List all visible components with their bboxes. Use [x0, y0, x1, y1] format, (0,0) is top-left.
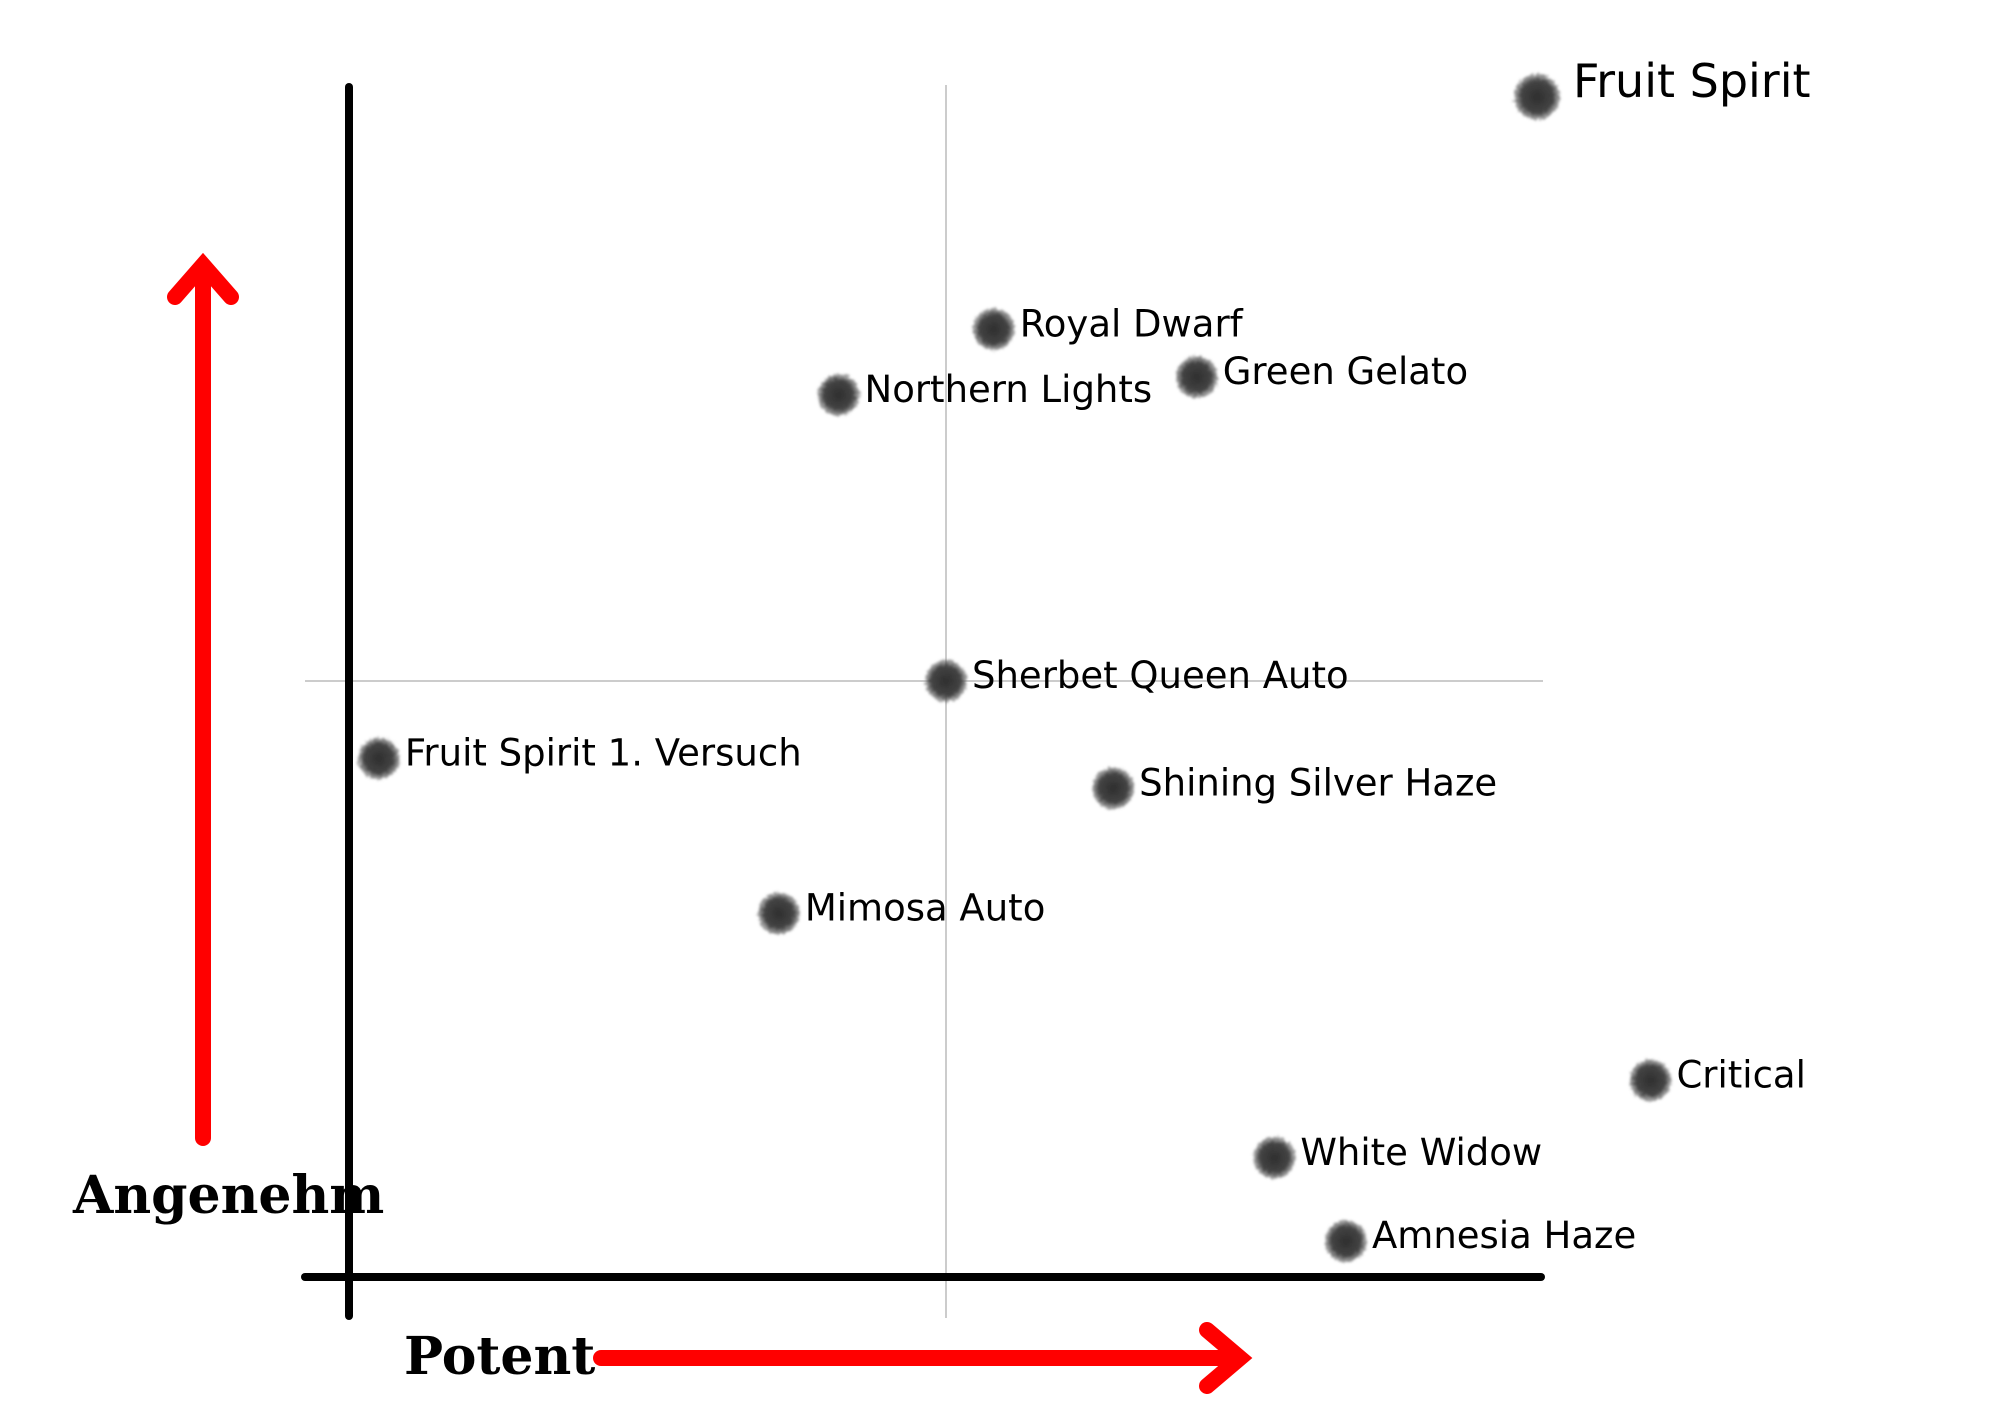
data-point: White Widow	[1253, 1131, 1542, 1179]
point-marker	[757, 892, 800, 935]
data-point: Sherbet Queen Auto	[925, 654, 1349, 702]
point-marker	[925, 660, 967, 702]
data-point: Northern Lights	[817, 368, 1153, 416]
x-direction-arrow	[593, 1322, 1253, 1394]
point-marker	[817, 373, 860, 416]
point-label: Mimosa Auto	[805, 886, 1046, 929]
data-point: Fruit Spirit 1. Versuch	[357, 731, 802, 780]
point-label: Sherbet Queen Auto	[972, 654, 1349, 697]
point-label: Shining Silver Haze	[1139, 761, 1497, 804]
x-axis-title: Potent	[404, 1326, 595, 1387]
point-marker	[1629, 1059, 1672, 1102]
data-point: Mimosa Auto	[757, 886, 1046, 935]
data-point: Fruit Spirit	[1514, 54, 1811, 120]
point-label: Fruit Spirit 1. Versuch	[405, 731, 802, 774]
point-label: Critical	[1676, 1053, 1805, 1096]
point-marker	[1253, 1136, 1296, 1179]
y-axis-title: Angenehm	[72, 1165, 384, 1226]
point-label: Fruit Spirit	[1573, 54, 1811, 108]
point-marker	[972, 308, 1015, 351]
point-marker	[1175, 356, 1218, 399]
data-point: Amnesia Haze	[1324, 1214, 1636, 1263]
point-marker	[1514, 73, 1561, 120]
point-marker	[1092, 767, 1135, 810]
point-label: Amnesia Haze	[1372, 1214, 1636, 1257]
point-label: Royal Dwarf	[1020, 302, 1244, 345]
point-marker	[357, 737, 400, 780]
point-label: White Widow	[1300, 1131, 1542, 1174]
point-label: Northern Lights	[865, 368, 1153, 411]
point-label: Green Gelato	[1223, 350, 1468, 393]
y-direction-arrow	[167, 252, 239, 1146]
data-point: Critical	[1629, 1053, 1806, 1102]
data-point: Shining Silver Haze	[1092, 761, 1497, 810]
data-point: Green Gelato	[1175, 350, 1468, 399]
point-marker	[1324, 1220, 1367, 1263]
data-point: Royal Dwarf	[972, 302, 1244, 351]
